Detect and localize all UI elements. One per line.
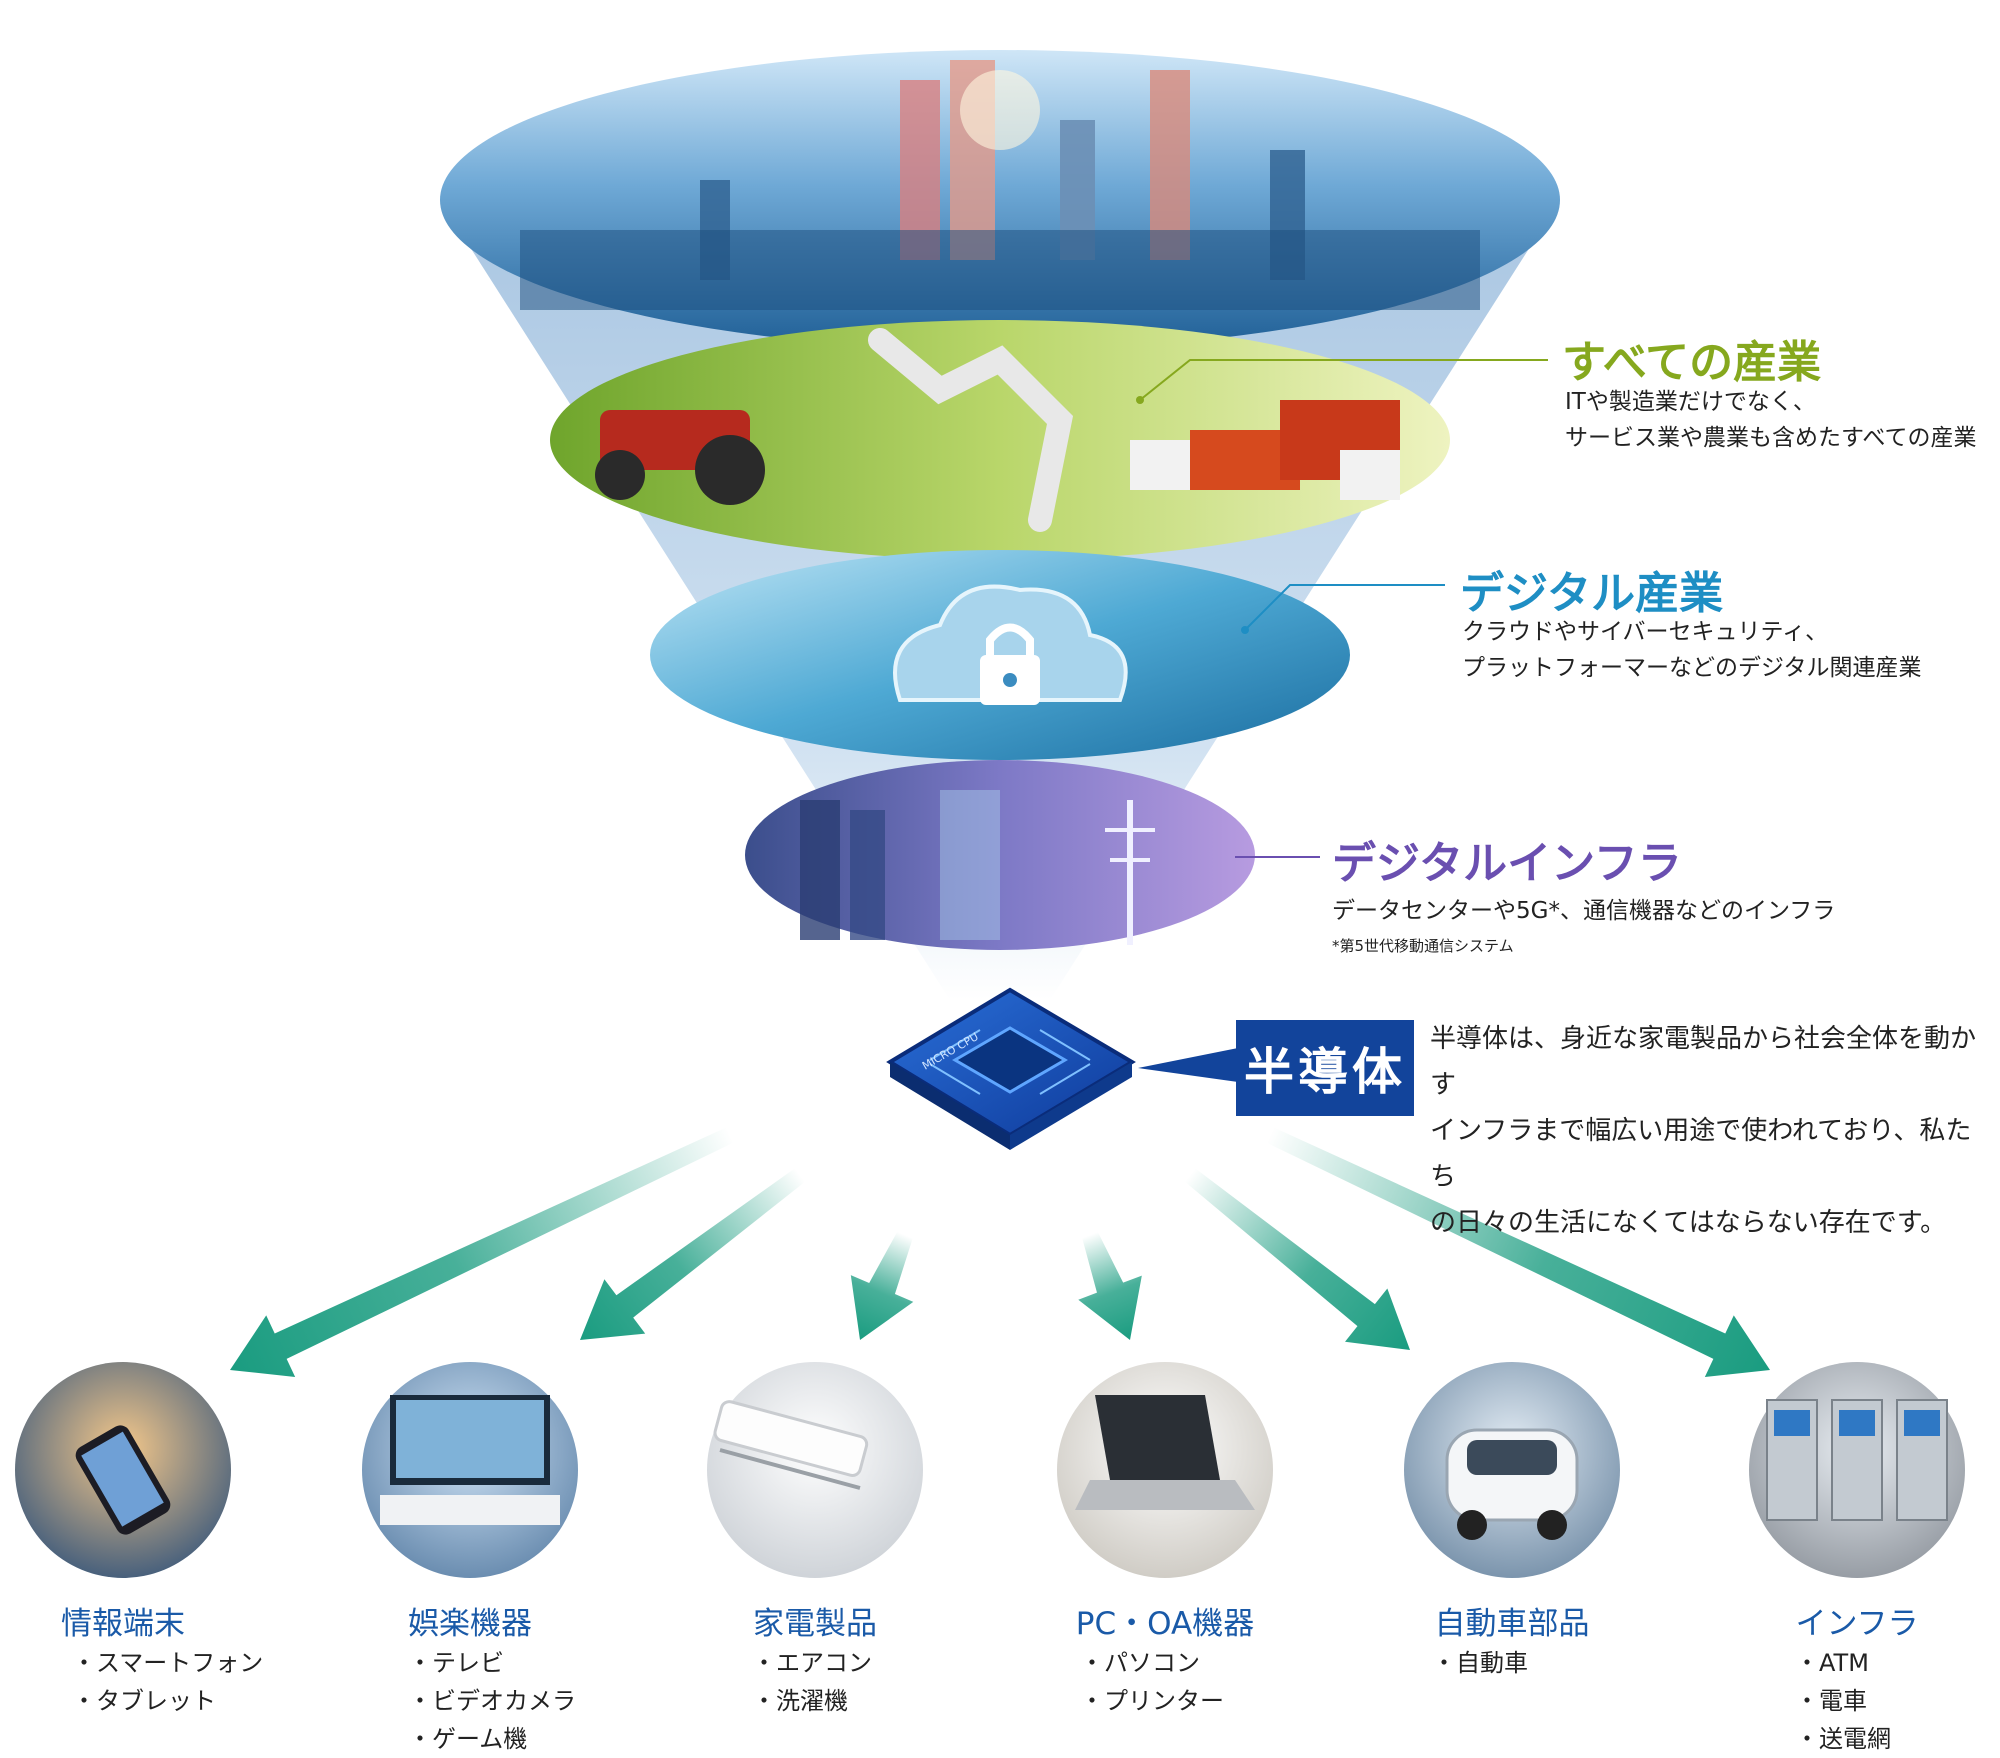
- category-item: ・タブレット: [72, 1687, 216, 1715]
- arrow-5: [1184, 1168, 1410, 1350]
- layer-desc-all-industries: ITや製造業だけでなく、サービス業や農業も含めたすべての産業: [1565, 389, 1977, 451]
- category-items-appliances: ・エアコン ・洗濯機: [752, 1644, 872, 1720]
- atm-icon: [1766, 1399, 1948, 1521]
- layer-title-all-industries: すべての産業: [1562, 337, 1822, 388]
- arrow-1: [230, 1127, 734, 1377]
- category-item: ・パソコン: [1080, 1649, 1200, 1677]
- category-item: ・ゲーム機: [408, 1725, 528, 1753]
- tv-icon: [380, 1395, 560, 1525]
- layer-industry-ellipse: [550, 320, 1450, 560]
- layer-desc-digital-infra: データセンターや5G*、通信機器などのインフラ: [1332, 898, 1836, 924]
- semiconductor-chip: MICRO CPU: [886, 987, 1136, 1150]
- category-title-appliances: 家電製品: [753, 1606, 877, 1642]
- category-item: ・エアコン: [752, 1649, 872, 1677]
- category-item: ・ATM: [1795, 1649, 1869, 1677]
- layer-desc-digital-industry: クラウドやサイバーセキュリティ、プラットフォーマーなどのデジタル関連産業: [1462, 619, 1922, 681]
- leader-line-digital-industry: [1244, 584, 1445, 631]
- category-item: ・送電網: [1795, 1725, 1891, 1753]
- layer-city-ellipse: [440, 50, 1560, 350]
- category-items-info-devices: ・スマートフォン ・タブレット: [72, 1644, 263, 1720]
- arrow-4: [1078, 1232, 1142, 1340]
- category-items-infrastructure: ・ATM ・電車 ・送電網: [1795, 1644, 1891, 1758]
- category-items-auto-parts: ・自動車: [1432, 1644, 1528, 1682]
- leader-line-all-industries: [1139, 359, 1548, 401]
- smartphone-icon: [75, 1425, 171, 1535]
- arrows-group: [230, 1127, 1770, 1377]
- category-title-infrastructure: インフラ: [1795, 1606, 1919, 1642]
- car-icon: [1445, 1428, 1579, 1540]
- layer-cloud-ellipse: [650, 550, 1350, 760]
- laptop-icon: [1075, 1395, 1255, 1510]
- arrow-2: [580, 1168, 806, 1340]
- layer-title-digital-infra: デジタルインフラ: [1332, 838, 1682, 889]
- category-circles: [15, 1362, 1965, 1578]
- category-title-pc-oa: PC・OA機器: [1075, 1606, 1255, 1642]
- category-items-pc-oa: ・パソコン ・プリンター: [1080, 1644, 1224, 1720]
- category-item: ・ビデオカメラ: [408, 1687, 576, 1715]
- arrow-3: [850, 1231, 914, 1340]
- layer-infra-ellipse: [745, 760, 1255, 950]
- air-conditioner-icon: [713, 1400, 869, 1490]
- category-item: ・自動車: [1432, 1649, 1528, 1677]
- semiconductor-badge-pointer: [1138, 1048, 1238, 1082]
- category-item: ・洗濯機: [752, 1687, 848, 1715]
- category-item: ・電車: [1795, 1687, 1867, 1715]
- category-item: ・スマートフォン: [72, 1649, 264, 1677]
- category-title-info-devices: 情報端末: [61, 1606, 185, 1642]
- category-title-auto-parts: 自動車部品: [1434, 1606, 1590, 1642]
- semiconductor-badge: 半導体: [1236, 1020, 1414, 1116]
- semiconductor-description: 半導体は、身近な家電製品から社会全体を動かす インフラまで幅広い用途で使われてお…: [1430, 1024, 1977, 1238]
- layer-title-digital-industry: デジタル産業: [1460, 568, 1724, 619]
- category-item: ・テレビ: [408, 1649, 504, 1677]
- category-items-entertainment: ・テレビ ・ビデオカメラ ・ゲーム機: [408, 1644, 576, 1758]
- category-item: ・プリンター: [1080, 1687, 1224, 1715]
- category-photo-circle: [707, 1362, 923, 1578]
- arrow-6: [1266, 1127, 1770, 1377]
- footnote-5g: *第5世代移動通信システム: [1332, 937, 1514, 955]
- category-title-entertainment: 娯楽機器: [408, 1606, 532, 1642]
